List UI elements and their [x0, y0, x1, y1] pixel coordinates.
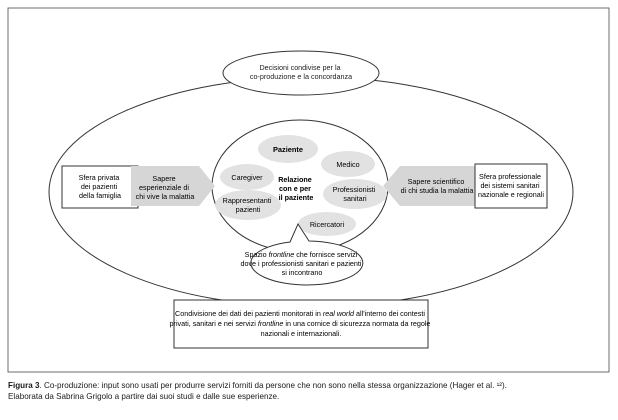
caption-label: Figura 3: [8, 381, 40, 390]
professionisti-bubble: [323, 179, 387, 209]
caption-line-1: Figura 3. Co-produzione: input sono usat…: [8, 380, 610, 391]
left-sphere-box: [61, 165, 139, 209]
medico-bubble: [321, 151, 375, 177]
frontline-text: Spazio frontline che fornisce servizi do…: [240, 250, 363, 277]
ricercatori-bubble: [298, 212, 356, 236]
right-knowledge-text: Sapere scientifico di chi studia la mala…: [401, 177, 474, 195]
left-knowledge-text: Sapere esperienziale di chi vive la mala…: [136, 174, 195, 201]
caregiver-label: Caregiver: [231, 173, 263, 182]
center-relation-label: Relazione con e per il paziente: [278, 175, 314, 202]
decisions-text: Decisioni condivise per la co-produzione…: [250, 63, 352, 81]
caption-line-2: Elaborata da Sabrina Grigolo a partire d…: [8, 392, 280, 401]
right-sphere-text: Sfera professionale dei sistemi sanitari…: [478, 172, 544, 199]
right-arrow-icon: [383, 166, 400, 206]
data-sharing-box: [173, 299, 429, 349]
figure-caption: Figura 3. Co-produzione: input sono usat…: [8, 380, 610, 402]
paziente-label: Paziente: [273, 145, 303, 154]
rappresentanti-label: Rappresentanti pazienti: [223, 196, 274, 214]
ricercatori-label: Ricercatori: [310, 220, 345, 229]
medico-label: Medico: [336, 160, 359, 169]
professionisti-label: Professionisti sanitari: [333, 185, 378, 203]
right-knowledge-box: [400, 166, 475, 206]
right-sphere-box: [474, 163, 548, 209]
left-sphere-text: Sfera privata dei pazienti della famigli…: [79, 173, 122, 200]
left-knowledge-box: [131, 166, 199, 206]
frontline-bubble: [250, 222, 364, 286]
left-arrow-icon: [199, 166, 215, 206]
caption-text: . Co-produzione: input sono usati per pr…: [39, 381, 507, 390]
data-sharing-text: Condivisione dei dati dei pazienti monit…: [170, 309, 433, 338]
caregiver-bubble: [220, 164, 274, 190]
rappresentanti-bubble: [215, 190, 281, 220]
paziente-bubble: [258, 135, 318, 163]
decisions-ellipse: [222, 50, 380, 96]
